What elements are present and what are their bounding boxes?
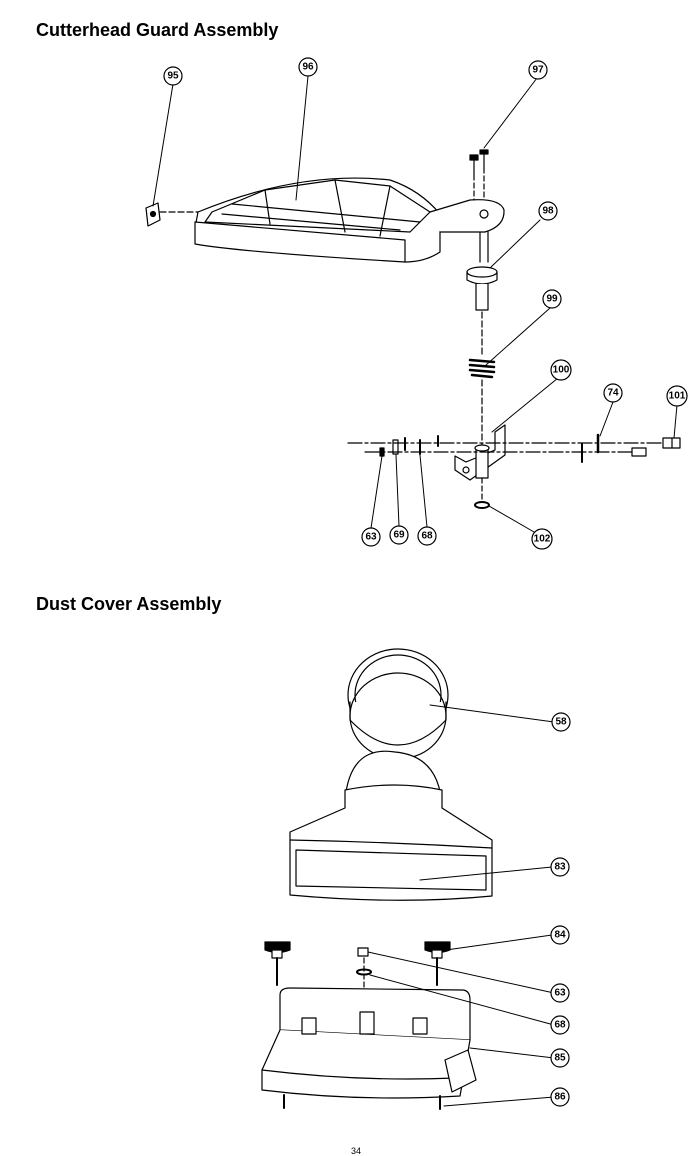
leader-lines [152, 75, 678, 533]
part-102-clip [474, 477, 490, 509]
svg-text:97: 97 [532, 65, 544, 76]
svg-text:58: 58 [555, 717, 567, 728]
svg-text:69: 69 [393, 530, 405, 541]
part-85-base [261, 987, 477, 1099]
svg-text:101: 101 [669, 391, 686, 402]
svg-text:83: 83 [554, 862, 566, 873]
part-58-ring [347, 648, 449, 760]
svg-text:63: 63 [365, 532, 377, 543]
dust-cover-drawing [261, 648, 555, 1110]
svg-text:86: 86 [554, 1092, 566, 1103]
callout-68b: 68 [550, 1015, 570, 1035]
callout-74: 74 [603, 383, 623, 403]
callout-95: 95 [163, 66, 183, 86]
part-100-bracket [454, 379, 506, 481]
svg-text:68: 68 [421, 531, 433, 542]
callout-84: 84 [550, 925, 570, 945]
callout-100: 100 [550, 359, 572, 381]
svg-text:100: 100 [553, 365, 570, 376]
part-96-guard-plate [194, 177, 505, 263]
part-84-knobs [264, 941, 451, 986]
svg-text:68: 68 [554, 1020, 566, 1031]
part-86-screws [283, 1094, 441, 1110]
dustcover-section-title: Dust Cover Assembly [36, 594, 222, 614]
part-83-hood [289, 750, 493, 901]
callout-101: 101 [666, 385, 688, 407]
small-hardware-63-69-68 [379, 435, 439, 457]
svg-text:98: 98 [542, 206, 554, 217]
callout-96: 96 [298, 57, 318, 77]
part-99-spring [468, 311, 496, 379]
svg-text:63: 63 [554, 988, 566, 999]
svg-text:74: 74 [607, 388, 619, 399]
callout-85: 85 [550, 1048, 570, 1068]
page-number: 34 [351, 1146, 362, 1156]
svg-text:85: 85 [554, 1053, 566, 1064]
callout-83: 83 [550, 857, 570, 877]
callout-circles: 95 96 97 98 99 100 74 101 63 69 68 102 5… [163, 57, 688, 1107]
svg-text:102: 102 [534, 534, 551, 545]
svg-text:96: 96 [302, 62, 314, 73]
svg-text:84: 84 [554, 930, 566, 941]
part-97-screws [469, 149, 489, 201]
callout-102: 102 [531, 528, 553, 550]
callout-68a: 68 [417, 526, 437, 546]
callout-99: 99 [542, 289, 562, 309]
parts-74-101 [581, 433, 681, 463]
callout-69: 69 [389, 525, 409, 545]
svg-text:99: 99 [546, 294, 558, 305]
callout-98: 98 [538, 201, 558, 221]
callout-86: 86 [550, 1087, 570, 1107]
callout-58: 58 [551, 712, 571, 732]
callout-63a: 63 [361, 527, 381, 547]
callout-97: 97 [528, 60, 548, 80]
cutterhead-section-title: Cutterhead Guard Assembly [36, 20, 279, 40]
part-98-shaft [466, 231, 498, 311]
cutterhead-guard-drawing [145, 75, 681, 533]
svg-text:95: 95 [167, 71, 179, 82]
callout-63b: 63 [550, 983, 570, 1003]
dust-leader-lines [367, 704, 555, 1107]
